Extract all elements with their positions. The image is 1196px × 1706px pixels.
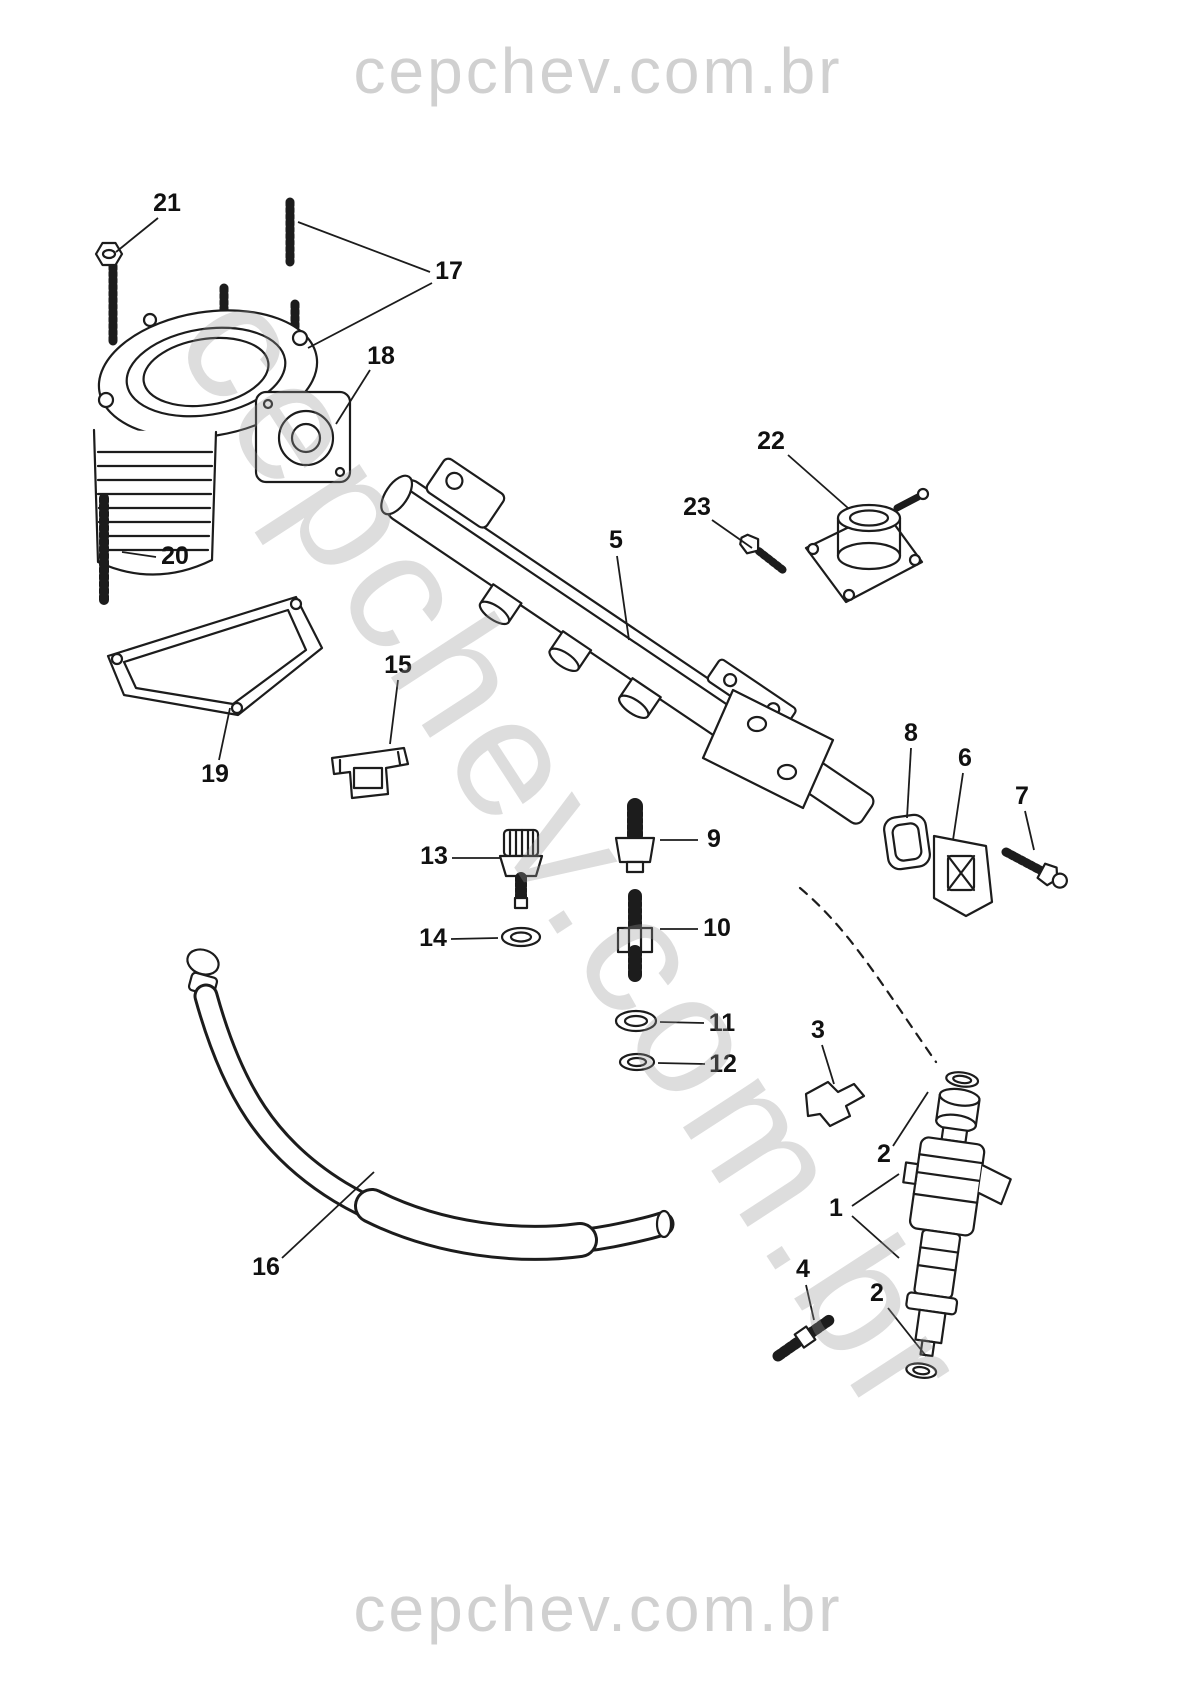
nut-icon xyxy=(94,241,124,267)
leader-line-4 xyxy=(805,1284,815,1321)
service-valve-cap xyxy=(498,828,544,910)
leader-line-2a xyxy=(892,1091,929,1147)
leader-line-16 xyxy=(281,1171,375,1259)
callout-14: 14 xyxy=(419,924,447,952)
leader-line-17 xyxy=(307,282,433,349)
leader-line-6 xyxy=(952,772,964,841)
leader-line-15 xyxy=(389,679,399,745)
washer-14 xyxy=(500,926,542,948)
throttle-body-assembly xyxy=(92,197,352,607)
rail-bracket xyxy=(425,457,506,529)
injector-connector xyxy=(977,1164,1012,1206)
callout-21: 21 xyxy=(153,189,181,217)
rail-end-flange xyxy=(701,688,835,810)
injector-retainer-clip xyxy=(804,1080,866,1128)
callout-6: 6 xyxy=(958,744,972,772)
leader-line-20 xyxy=(121,551,157,558)
leader-line-12 xyxy=(657,1062,706,1065)
callout-4: 4 xyxy=(796,1255,810,1283)
leader-line-14 xyxy=(450,937,499,940)
leader-line-2b xyxy=(887,1307,927,1357)
watermark-top: cepchev.com.br xyxy=(353,35,843,107)
o-ring-upper xyxy=(945,1071,980,1088)
leader-line-1 xyxy=(851,1173,900,1207)
leader-line-18 xyxy=(335,369,371,425)
callout-18: 18 xyxy=(367,342,395,370)
cover-plate xyxy=(932,834,994,918)
watermark-bottom: cepchev.com.br xyxy=(353,1573,843,1645)
leader-line-19 xyxy=(218,707,231,761)
washer-11 xyxy=(614,1009,658,1033)
leader-line-3 xyxy=(821,1044,835,1085)
fuel-rail xyxy=(380,457,875,825)
callout-15: 15 xyxy=(384,651,412,679)
callout-2b: 2 xyxy=(870,1279,884,1307)
callout-3: 3 xyxy=(811,1016,825,1044)
injector-nozzle xyxy=(919,1339,936,1358)
leader-line-7 xyxy=(1024,810,1035,851)
leader-line-17 xyxy=(297,221,431,273)
callout-9: 9 xyxy=(707,825,721,853)
callout-10: 10 xyxy=(703,914,731,942)
callout-7: 7 xyxy=(1015,782,1029,810)
fuel-fitting-lower xyxy=(616,889,654,985)
pressure-regulator xyxy=(804,487,930,604)
leader-line-11 xyxy=(659,1021,705,1024)
callout-8: 8 xyxy=(904,719,918,747)
injector-body xyxy=(908,1136,986,1237)
callout-13: 13 xyxy=(420,842,448,870)
washer-12 xyxy=(618,1052,656,1072)
fuel-hose xyxy=(186,948,675,1261)
callout-1: 1 xyxy=(829,1194,843,1222)
leader-line-1 xyxy=(851,1215,900,1259)
line-art xyxy=(92,197,1068,1379)
leader-line-22 xyxy=(787,454,849,509)
gasket xyxy=(106,595,324,717)
retainer-clip xyxy=(330,746,410,800)
o-ring-lower xyxy=(905,1362,938,1379)
callout-12: 12 xyxy=(709,1050,737,1078)
callout-11: 11 xyxy=(709,1009,736,1037)
callout-19: 19 xyxy=(201,760,229,788)
leader-line-8 xyxy=(906,747,912,819)
callout-5: 5 xyxy=(609,526,623,554)
callout-20: 20 xyxy=(161,542,189,570)
leader-line-23 xyxy=(711,519,753,549)
mounting-stud xyxy=(772,1313,836,1362)
cover-screw xyxy=(1001,847,1068,889)
fuel-injector xyxy=(902,1071,1012,1379)
callout-23: 23 xyxy=(683,493,711,521)
regulator-screw xyxy=(739,533,787,574)
callout-16: 16 xyxy=(252,1253,280,1281)
callout-22: 22 xyxy=(757,427,785,455)
leader-line-5 xyxy=(616,555,630,641)
callout-2a: 2 xyxy=(877,1140,891,1168)
cover-gasket xyxy=(883,813,931,871)
injector-ports xyxy=(478,583,662,720)
fuel-fitting-upper xyxy=(614,798,656,874)
leader-line-21 xyxy=(115,217,159,253)
assembly-dashed-line xyxy=(798,886,938,1064)
callout-17: 17 xyxy=(435,257,463,285)
